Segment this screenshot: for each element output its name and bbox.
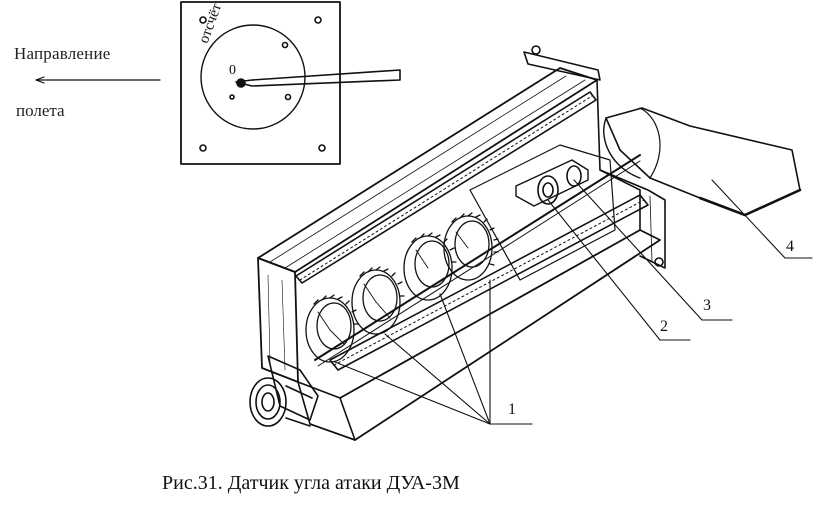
callout-4: 4 (786, 238, 794, 255)
callout-3: 3 (703, 297, 711, 314)
direction-arrow (35, 76, 161, 84)
flight-direction-label-2: полета (16, 101, 65, 120)
connector (249, 355, 319, 427)
dial-zero-mark: 0 (229, 63, 236, 78)
dial-pointer (235, 69, 401, 87)
callout-1: 1 (508, 401, 516, 418)
potentiometer-discs (305, 212, 499, 363)
flight-direction-label: Направление (14, 44, 111, 63)
leader-lines (334, 179, 813, 425)
mounting-plate (180, 1, 401, 165)
callout-2: 2 (660, 318, 668, 335)
figure-caption: Рис.31. Датчик угла атаки ДУА-3М (162, 472, 460, 494)
sensor-housing (257, 45, 666, 441)
shaft-assembly (305, 154, 641, 367)
